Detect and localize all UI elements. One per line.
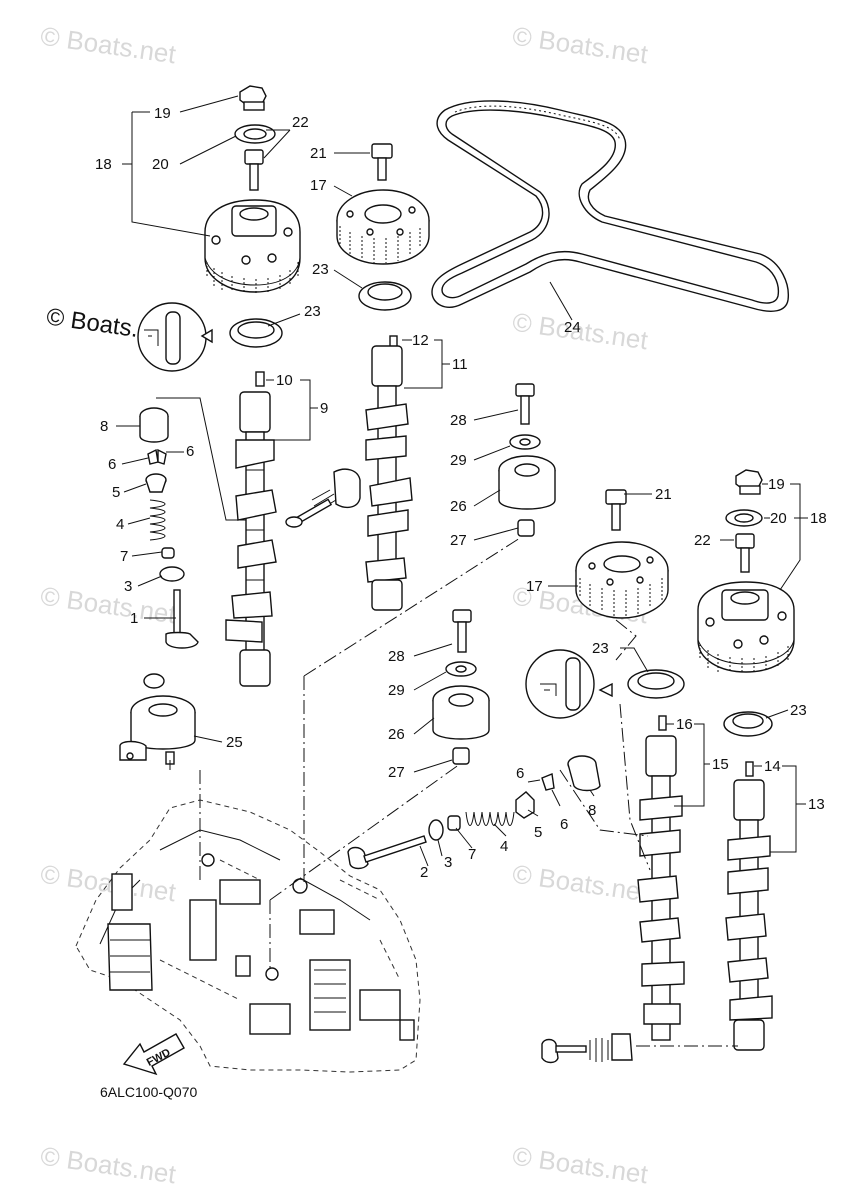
callout-20: 20 bbox=[152, 156, 169, 173]
callout-20: 20 bbox=[770, 510, 787, 527]
left-camshaft bbox=[225, 371, 277, 687]
center-pulley-lower bbox=[432, 609, 490, 765]
callout-11: 11 bbox=[452, 356, 468, 373]
diagram-part-code: 6ALC100-Q070 bbox=[100, 1084, 198, 1100]
left-valve-train bbox=[139, 407, 199, 649]
callout-5: 5 bbox=[112, 484, 120, 501]
callout-17: 17 bbox=[310, 177, 327, 194]
callout-2: 2 bbox=[420, 864, 428, 881]
callout-28: 28 bbox=[450, 412, 467, 429]
right-valve-train bbox=[347, 755, 601, 870]
callout-27: 27 bbox=[388, 764, 405, 781]
callout-19: 19 bbox=[768, 476, 785, 493]
right-camshaft-15 bbox=[637, 715, 685, 1041]
left-cam-sprocket-assembly bbox=[204, 85, 301, 348]
callout-24: 24 bbox=[564, 319, 581, 336]
callout-3: 3 bbox=[444, 854, 452, 871]
callout-21: 21 bbox=[655, 486, 672, 503]
callout-22: 22 bbox=[292, 114, 309, 131]
belt-tensioner bbox=[119, 673, 196, 765]
leader-lines bbox=[116, 95, 808, 1047]
callout-8: 8 bbox=[588, 802, 596, 819]
callout-18: 18 bbox=[810, 510, 827, 527]
callout-26: 26 bbox=[388, 726, 405, 743]
timing-belt bbox=[431, 100, 789, 312]
callout-26: 26 bbox=[450, 498, 467, 515]
callout-5: 5 bbox=[534, 824, 542, 841]
callout-3: 3 bbox=[124, 578, 132, 595]
callout-23: 23 bbox=[592, 640, 609, 657]
callout-23: 23 bbox=[304, 303, 321, 320]
fwd-arrow-icon: FWD bbox=[122, 1033, 185, 1076]
callout-23: 23 bbox=[790, 702, 807, 719]
callout-6: 6 bbox=[186, 443, 194, 460]
callout-14: 14 bbox=[764, 758, 781, 775]
left-inset-detail bbox=[137, 302, 213, 372]
callout-8: 8 bbox=[100, 418, 108, 435]
right-cam-sprocket-assembly bbox=[697, 469, 795, 737]
callout-7: 7 bbox=[468, 846, 476, 863]
callout-labels: 19 18 20 22 21 17 23 23 24 12 11 10 9 8 … bbox=[95, 105, 827, 881]
callout-1: 1 bbox=[130, 610, 138, 627]
callout-27: 27 bbox=[450, 532, 467, 549]
callout-12: 12 bbox=[412, 332, 429, 349]
right-inset-detail bbox=[525, 649, 613, 719]
callout-15: 15 bbox=[712, 756, 729, 773]
callout-4: 4 bbox=[116, 516, 124, 533]
callout-29: 29 bbox=[388, 682, 405, 699]
callout-4: 4 bbox=[500, 838, 508, 855]
callout-18: 18 bbox=[95, 156, 112, 173]
center-pulley-upper bbox=[498, 383, 556, 537]
callout-17: 17 bbox=[526, 578, 543, 595]
callout-13: 13 bbox=[808, 796, 825, 813]
cylinder-head bbox=[75, 799, 421, 1073]
callout-19: 19 bbox=[154, 105, 171, 122]
right-camshaft-13 bbox=[725, 761, 773, 1051]
right-cam-sprocket bbox=[575, 489, 685, 699]
callout-6: 6 bbox=[560, 816, 568, 833]
callout-6: 6 bbox=[516, 765, 524, 782]
middle-camshaft bbox=[365, 335, 413, 611]
callout-29: 29 bbox=[450, 452, 467, 469]
middle-cam-sprocket bbox=[336, 143, 430, 311]
bottom-right-valve bbox=[541, 1033, 633, 1064]
callout-23: 23 bbox=[312, 261, 329, 278]
callout-28: 28 bbox=[388, 648, 405, 665]
callout-22: 22 bbox=[694, 532, 711, 549]
callout-6: 6 bbox=[108, 456, 116, 473]
callout-9: 9 bbox=[320, 400, 328, 417]
middle-valve-lifter bbox=[285, 468, 361, 528]
callout-21: 21 bbox=[310, 145, 327, 162]
callout-25: 25 bbox=[226, 734, 243, 751]
callout-7: 7 bbox=[120, 548, 128, 565]
callout-10: 10 bbox=[276, 372, 293, 389]
callout-16: 16 bbox=[676, 716, 693, 733]
